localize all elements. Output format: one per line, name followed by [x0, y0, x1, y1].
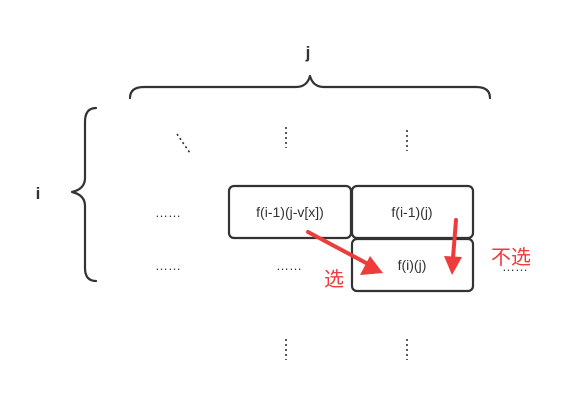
not-choose-label: 不选	[491, 246, 531, 269]
diagonal-ellipsis	[176, 133, 191, 154]
row2-right-ellipsis: ……	[502, 259, 528, 274]
cell-up-prev-text: f(i-1)(j)	[391, 204, 432, 220]
choose-arrow-head	[360, 256, 383, 275]
cell-current-text: f(i)(j)	[398, 257, 427, 273]
choose-arrow-shaft	[306, 230, 370, 266]
not-choose-arrow-head	[444, 256, 462, 275]
cell-left-prev-text: f(i-1)(j-v[x])	[256, 204, 324, 220]
row1-left-ellipsis: ……	[155, 205, 181, 220]
cell-current-box	[350, 237, 475, 293]
not-choose-arrow-shaft	[451, 218, 458, 260]
i-axis-label: i	[36, 184, 41, 203]
j-brace	[128, 74, 492, 100]
j-axis-label: j	[305, 43, 311, 62]
row2-mid-ellipsis: ……	[276, 258, 302, 273]
row2-left-ellipsis: ……	[155, 258, 181, 273]
choose-label: 选	[324, 268, 344, 291]
i-brace	[70, 106, 98, 283]
